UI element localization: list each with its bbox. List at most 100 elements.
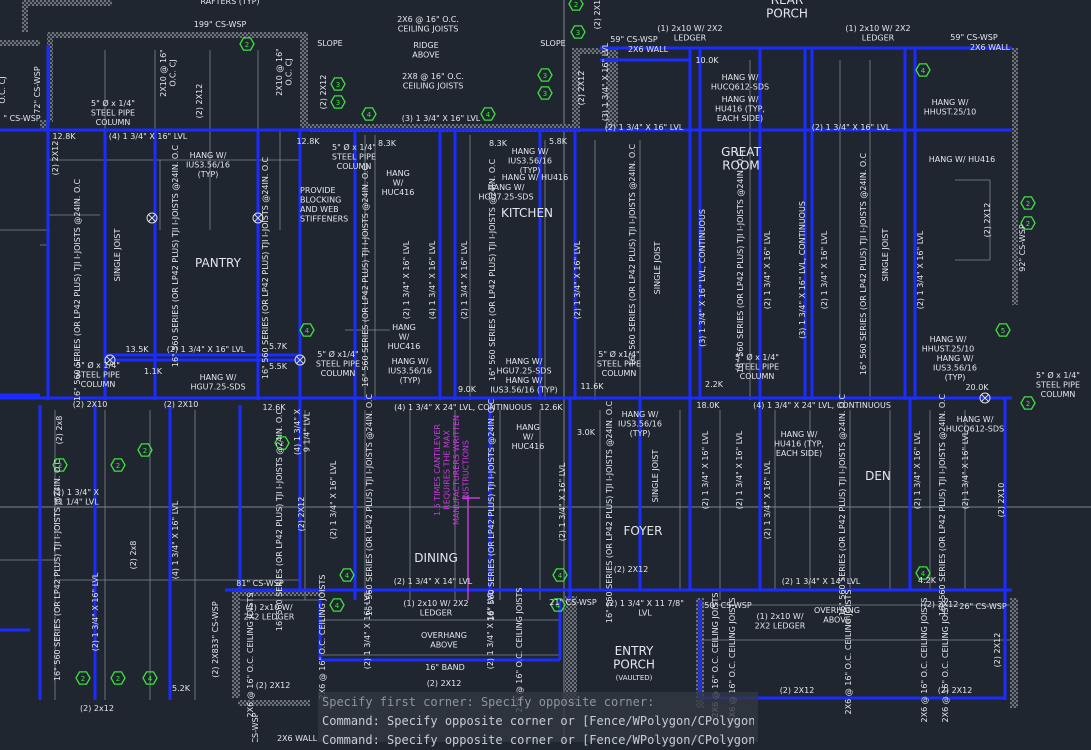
vertical-annotation: (2) 2X12 — [993, 633, 1002, 668]
annotation-slope_l: SLOPE — [317, 39, 342, 48]
vertical-annotation: SINGLE JOIST — [653, 242, 662, 295]
wall-hatch — [572, 48, 580, 132]
annotation-wall2x6c: 2X6 WALL — [277, 734, 318, 742]
annotation-hang_hucq: HANG W/HUCQ612-SDS — [946, 415, 1004, 434]
annotation-hang_hu416c: HANG W/HU416 (TYP,EACH SIDE) — [774, 430, 824, 458]
vertical-annotations: 72" CS-WSP O.C. CJ 2X10 @ 16"O.C. CJ 2X10 @… — [0, 0, 1027, 744]
annotation-k22: 2.2K — [705, 380, 724, 389]
vertical-annotation: (2) 1 3/4" X 16" LVL — [763, 230, 772, 309]
annotation-wsp199: 199" CS-WSP — [194, 20, 247, 29]
vertical-annotation: 33" CS-WSP — [211, 601, 220, 649]
vertical-annotation: 2X6 @ 16" O.C. CEILING JOISTS — [318, 575, 327, 700]
vertical-annotation: 2X6 @ 16" O.C. CEILING JOISTS — [844, 590, 853, 715]
vertical-annotation: (2) 2x8 — [129, 541, 138, 570]
annotation-k30: 3.0K — [577, 428, 596, 437]
annotation-hang_ius5: HANG W/IUS3.56/16(TYP) — [618, 410, 662, 438]
annotation-beam2x12d: (2) 2X12 — [614, 565, 649, 574]
annotation-k100: 10.0K — [695, 56, 719, 65]
thin-lines — [0, 50, 1010, 700]
vertical-annotation: (2) 1 3/4" X 16" LVL — [763, 460, 772, 539]
wall-hatch — [448, 124, 508, 132]
vertical-annotation: 2X6 @ 16" O.C. CEILING JOISTS — [920, 598, 929, 723]
annotation-wsp26: 26" CS-WSP — [959, 602, 1007, 611]
annotation-lvl_cont2: (4) 1 3/4" X 24" LVL, CONTINUOUS — [753, 401, 891, 410]
annotation-lvl_top3: (2) 1 3/4" X 16" LVL — [812, 123, 891, 132]
vertical-annotation: SINGLE JOIST — [881, 229, 890, 282]
wall-hatch — [500, 124, 580, 132]
tag-label: 4 — [486, 111, 491, 119]
annotation-hang_hu416b: HANG W/ HU416 — [929, 155, 996, 164]
vertical-annotation: (4) 1 3/4" X9 1/4" LVL — [293, 408, 312, 455]
vertical-annotation: 16" 560 SERIES (OR LP42 PLUS) TJI I-JOIS… — [73, 179, 82, 402]
tag-hexagon — [1020, 396, 1036, 410]
vertical-annotation: 2X6 @ 16" O.C. CEILING JOISTS — [728, 598, 737, 723]
tag-label: 4 — [558, 572, 563, 580]
wall-hatch — [1010, 598, 1018, 708]
tag-hexagon — [537, 86, 553, 100]
annotation-k57: 5.7K — [269, 342, 288, 351]
vertical-annotation: 16" 560 SERIES (OR LP42 PLUS) TJI I-JOIS… — [736, 151, 745, 374]
vertical-annotation: O.C. CJ — [0, 76, 7, 103]
annotation-lvl_14b: (2) 1 3/4" X 14" LVL — [782, 577, 861, 586]
vertical-annotation: (3) 1 3/4" X 16" LVL, CONTINUOUS — [798, 201, 807, 339]
vertical-annotation: 2X6 @ 16" O.C. CEILING JOISTS — [515, 588, 524, 713]
annotation-beam2x12k: (2) 2x12 — [80, 704, 114, 713]
tag-label: 4 — [921, 570, 926, 578]
annotation-hang_ius: HANG W/IUS3.56/16(TYP) — [186, 151, 230, 179]
vertical-annotation: (4) 1 3/4" X 16" LVL — [171, 500, 180, 579]
tag-label: 3 — [336, 81, 340, 89]
annotation-k128: 12.8K — [52, 132, 76, 141]
annotation-ledger_c: (1) 2x10 W/2X2 LEDGER — [755, 612, 806, 631]
command-line[interactable]: Specify first corner: Specify opposite c… — [318, 692, 758, 747]
wall-hatch — [47, 32, 305, 38]
tag-label: 2 — [116, 462, 120, 470]
annotation-rafters: RAFTERS (TYP) — [200, 0, 259, 6]
annotation-beam2x10a: (2) 2X10 — [73, 400, 108, 409]
annotation-k128c: 12.6K — [262, 403, 286, 412]
vertical-annotation: 16" 560 SERIES (OR LP42 PLUS) TJI I-JOIS… — [838, 394, 847, 617]
annotation-k90: 9.0K — [458, 385, 477, 394]
vertical-annotation: 2X6 @ 16" O.C. CEILING JOISTS — [246, 593, 255, 718]
vertical-annotation: (2) 1 3/4" X 16" LVL — [916, 230, 925, 309]
tag-hexagon — [330, 95, 346, 109]
annotation-wsp59a: 59" CS-WSP — [610, 35, 658, 44]
annotation-wall2x6b: 2X6 WALL — [970, 43, 1011, 52]
vertical-annotation: (2) 2X12 — [983, 203, 992, 238]
command-prompt-line[interactable]: Command: Specify opposite corner or [Fen… — [322, 733, 754, 747]
tag-hexagon — [361, 107, 377, 121]
column-mark — [296, 356, 304, 364]
command-history-line: Specify first corner: Specify opposite c… — [322, 695, 655, 709]
tag-label: 3 — [336, 99, 340, 107]
tag-label: 2 — [574, 1, 578, 9]
tag-label: 4 — [148, 675, 153, 683]
vertical-annotation: 2X10 @ 16"O.C. CJ — [159, 49, 178, 97]
vertical-annotation: 16" 560 SERIES (OR LP42 PLUS) TJI I-JOIS… — [859, 153, 868, 376]
vertical-annotation: 2X10 @ 16"O.C. CJ — [275, 48, 294, 96]
vertical-annotation: (2) 1 3/4" X 16" LVL — [820, 230, 829, 309]
tag-hexagon — [915, 566, 931, 580]
vertical-annotation: 16" 560 SERIES (OR LP42 PLUS) TJI I-JOIS… — [938, 394, 947, 617]
tag-hexagon — [330, 77, 346, 91]
annotation-k126: 12.6K — [539, 403, 563, 412]
vertical-annotation: (2) 1 3/4" X 16" LVL — [961, 430, 970, 509]
vertical-annotation: (3) 1 3/4" X 16" LVL — [601, 42, 610, 121]
annotation-lvl_pantry: (2) 1 3/4" X 16" LVL — [167, 345, 246, 354]
vertical-annotation: 72" CS-WSP — [33, 66, 42, 114]
vertical-annotation: (2) 1 3/4" X 16" LVL — [573, 240, 582, 319]
wall-hatch — [47, 32, 53, 122]
annotation-k55: 5.5K — [269, 362, 288, 371]
tag-hexagon — [915, 63, 931, 77]
column-mark — [106, 356, 114, 364]
annotation-k200: 20.0K — [965, 383, 989, 392]
vertical-annotation: 16" 560 SERIES (OR LP42 PLUS) TJI I-JOIS… — [488, 159, 497, 382]
